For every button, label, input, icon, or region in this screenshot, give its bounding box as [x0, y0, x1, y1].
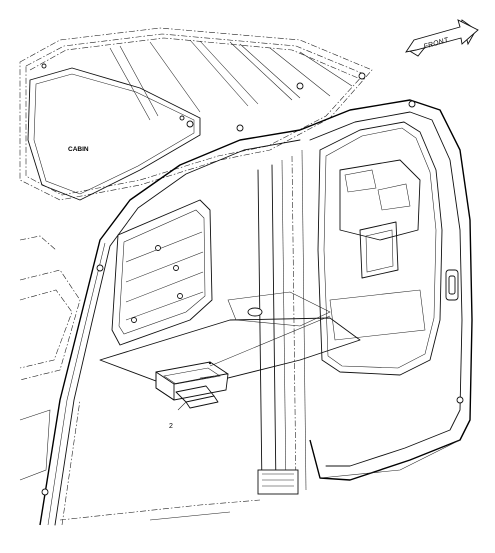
front-pillar: [39, 129, 301, 526]
left-structure: [19, 235, 81, 481]
bracket-part-2: [155, 361, 229, 409]
front-arrow-icon: [405, 19, 479, 57]
rear-interior-panels: [329, 159, 426, 341]
part-callout-2: 2: [169, 423, 173, 430]
center-pillar: [257, 149, 307, 495]
cabin-roof: [19, 27, 373, 201]
leader-lines: [177, 315, 331, 411]
cabin-label: CABIN: [68, 146, 89, 153]
door-frame: [299, 99, 473, 481]
left-side-window: [111, 199, 213, 346]
